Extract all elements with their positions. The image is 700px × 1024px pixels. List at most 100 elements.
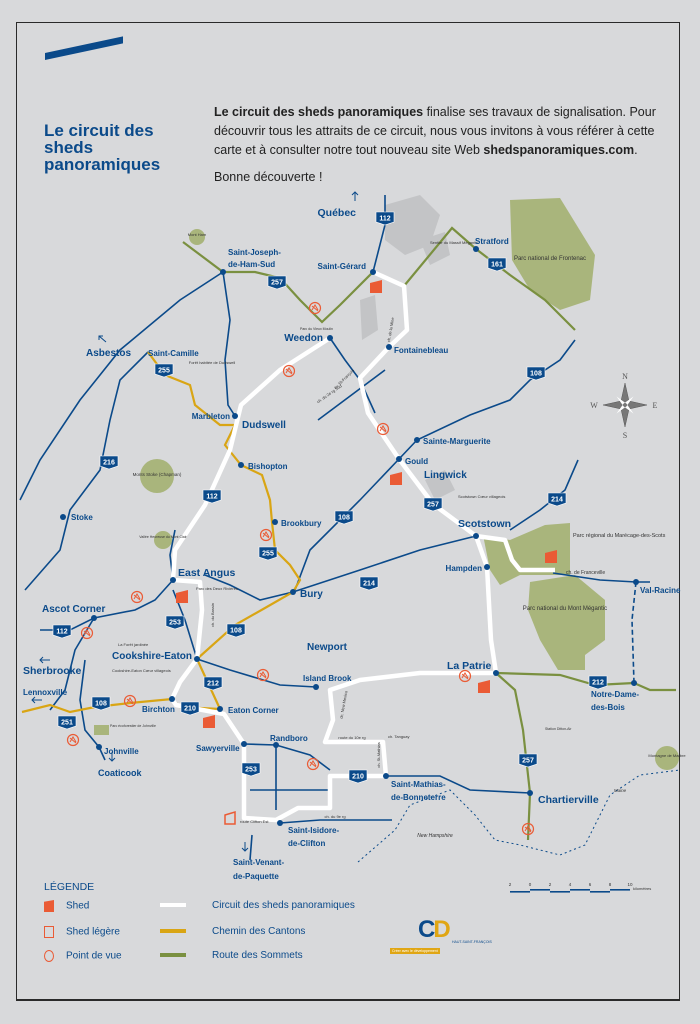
- place-label: Saint-Mathias-: [391, 780, 446, 789]
- website-link[interactable]: shedspanoramiques.com: [483, 143, 635, 157]
- svg-text:210: 210: [184, 706, 196, 713]
- scale-segment: [570, 889, 590, 891]
- poi-label: ch. du 9e rg: [324, 814, 345, 819]
- poi-label: Parc des Deux Rivières: [196, 586, 238, 591]
- route-shield: 210: [348, 769, 368, 784]
- place-label: La Patrie: [447, 660, 492, 672]
- poi-label: Parc écoforestier de Johnville: [110, 724, 156, 728]
- route-shield: 255: [154, 363, 174, 378]
- svg-text:112: 112: [56, 629, 67, 636]
- arrow-upleft-icon: [98, 335, 107, 343]
- route-shield: 216: [99, 455, 119, 470]
- montagne-de-marbre: [655, 746, 679, 770]
- legend-item: Chemin des Cantons: [160, 926, 305, 937]
- route-shield: 214: [547, 492, 567, 507]
- poi-label: Parc régional du Marécage-des-Scots: [573, 533, 666, 539]
- place-label: Sherbrooke: [23, 665, 82, 677]
- place-label: de-Ham-Sud: [228, 260, 275, 269]
- viewpoint-icon[interactable]: [66, 733, 80, 747]
- compass-n: N: [622, 372, 628, 381]
- compass-w: W: [590, 401, 598, 410]
- scale-segment: [590, 891, 610, 893]
- place-label: Newport: [307, 642, 348, 653]
- town-dot: [60, 514, 66, 520]
- arrow-left-icon: [39, 656, 50, 664]
- town-dot: [484, 564, 490, 570]
- town-dot: [277, 820, 283, 826]
- viewpoint-icon[interactable]: [306, 757, 320, 771]
- shed-light-icon[interactable]: [224, 810, 236, 825]
- shed-icon[interactable]: [545, 550, 557, 563]
- town-dot: [217, 706, 223, 712]
- legend-item: Shed légère: [44, 926, 120, 938]
- legend-label: Point de vue: [66, 950, 122, 962]
- cld-logo: CD HAUT-SAINT-FRANÇOIS Créer avec le dév…: [390, 916, 492, 954]
- place-label: Bishopton: [248, 462, 288, 471]
- route-shield: 112: [375, 211, 395, 226]
- place-label: Stratford: [475, 237, 509, 246]
- circuit-des-sheds: [169, 269, 555, 823]
- route-shield: 210: [180, 701, 200, 716]
- poi-label: ch. New Mexico: [339, 690, 349, 719]
- place-label: Randboro: [270, 734, 308, 743]
- arrows: [31, 191, 359, 852]
- route-shield: 253: [241, 762, 261, 777]
- page-title: Le circuit des sheds panoramiques: [44, 121, 161, 174]
- place-label: de-Paquette: [233, 872, 279, 881]
- svg-text:255: 255: [262, 551, 274, 558]
- place-label: Ascot Corner: [42, 604, 105, 615]
- poi-label: Station Ditton-Air: [545, 727, 572, 731]
- route-shield: 112: [202, 489, 222, 504]
- viewpoint-icon[interactable]: [123, 694, 137, 708]
- viewpoint-icon[interactable]: [80, 626, 94, 640]
- place-label: Saint-Gérard: [318, 262, 367, 271]
- svg-text:112: 112: [379, 216, 390, 223]
- route-shield: 214: [359, 576, 379, 591]
- place-label: Stoke: [71, 513, 93, 522]
- viewpoint-icon[interactable]: [259, 528, 273, 542]
- greeting: Bonne découverte !: [214, 170, 323, 184]
- town-dot: [232, 413, 238, 419]
- arrow-down-icon: [241, 842, 249, 852]
- place-label: des-Bois: [591, 703, 625, 712]
- shed-icon[interactable]: [478, 680, 490, 693]
- place-label: Saint-Camille: [148, 349, 199, 358]
- poi-label: Sentier du Massif Mégantic: [430, 240, 478, 245]
- place-label: Asbestos: [86, 348, 131, 359]
- shed-icon[interactable]: [390, 472, 402, 485]
- place-label: East Angus: [178, 567, 236, 579]
- place-label: Brookbury: [281, 519, 322, 528]
- viewpoint-icon[interactable]: [376, 422, 390, 436]
- poi-label: ch. Tanguay: [388, 734, 410, 739]
- shed-icon[interactable]: [370, 280, 382, 293]
- poi-label: ch. St-Mathias: [376, 742, 381, 768]
- scale-tick: 6: [589, 882, 592, 887]
- svg-text:255: 255: [158, 368, 170, 375]
- legend-label: Route des Sommets: [212, 950, 303, 961]
- poi-label: Vallée Heureuse du Mont Clair: [139, 535, 187, 539]
- poi-label: Mont Ham: [188, 232, 207, 237]
- svg-text:112: 112: [206, 494, 217, 501]
- town-dot: [290, 589, 296, 595]
- viewpoint-icon[interactable]: [282, 364, 296, 378]
- viewpoint-icon[interactable]: [256, 668, 270, 682]
- legend-label: Chemin des Cantons: [212, 926, 306, 937]
- shed-icon[interactable]: [203, 715, 215, 728]
- monts-stoke: [140, 459, 174, 493]
- scale-segment: [530, 889, 550, 891]
- chemin_des_cantons-line-icon: [160, 929, 186, 934]
- route-shield: 112: [52, 624, 72, 639]
- viewpoint-icon[interactable]: [521, 822, 535, 836]
- map-frame: [16, 22, 680, 1001]
- route-shield: 108: [91, 696, 111, 711]
- viewpoint-icon[interactable]: [130, 590, 144, 604]
- viewpoint-icon: [44, 950, 54, 962]
- regional-roads: [19, 195, 650, 861]
- shed-icon[interactable]: [176, 590, 188, 603]
- viewpoint-icon[interactable]: [458, 669, 472, 683]
- svg-text:212: 212: [207, 681, 219, 688]
- viewpoint-icon[interactable]: [308, 301, 322, 315]
- town-dot: [631, 680, 637, 686]
- place-label: Lennoxville: [23, 688, 68, 697]
